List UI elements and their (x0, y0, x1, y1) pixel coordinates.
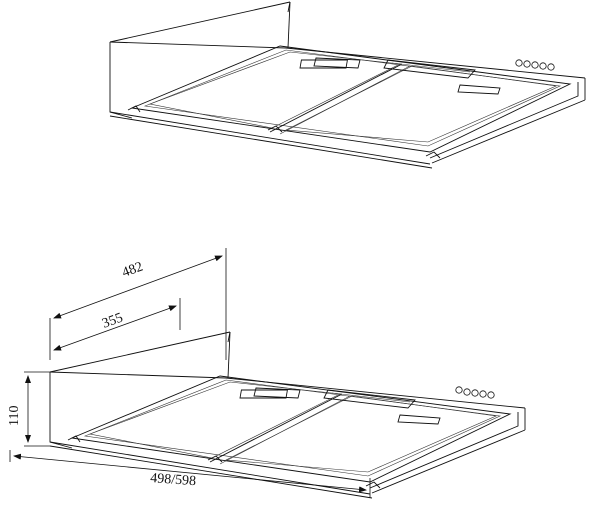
dimension-width: 498/598 (9, 450, 371, 498)
dimension-depth-total: 482 (49, 248, 227, 360)
control-knobs (515, 59, 555, 71)
dim-label-355: 355 (100, 310, 125, 331)
dim-label-110: 110 (7, 406, 22, 426)
dimension-height: 110 (7, 371, 50, 447)
control-knobs-lower (455, 386, 495, 399)
hood-view-dimensioned (49, 331, 526, 499)
dim-label-482: 482 (120, 259, 145, 280)
dimension-depth-filter: 355 (53, 298, 181, 351)
hood-view-top (109, 1, 586, 169)
dim-label-498-598: 498/598 (150, 471, 197, 489)
